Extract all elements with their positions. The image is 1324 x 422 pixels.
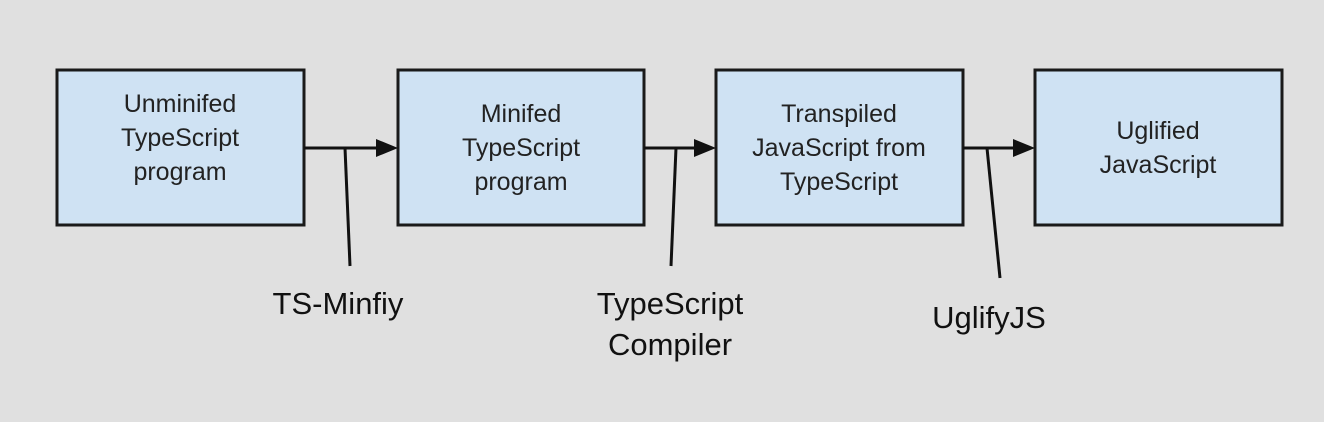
box-uglified-javascript-rect	[1033, 68, 1284, 227]
box-unminified-line-2: TypeScript	[121, 124, 239, 152]
box-transpiled-javascript: Transpiled JavaScript from TypeScript	[714, 68, 965, 227]
box-minified-line-1: Minifed	[481, 100, 562, 128]
box-minified-typescript-rect	[396, 68, 646, 227]
box-minified-line-2: TypeScript	[462, 134, 580, 162]
box-transpiled-line-2: JavaScript from	[752, 134, 926, 162]
tool-label-typescript-compiler-line-1: TypeScript	[597, 286, 744, 321]
box-uglified-line-1: Uglified	[1116, 117, 1199, 145]
box-uglified-line-2: JavaScript	[1100, 151, 1217, 179]
arrow-compile	[644, 139, 716, 267]
box-minified-line-3: program	[474, 168, 567, 196]
box-unminified-line-3: program	[133, 158, 226, 186]
arrow-uglify-head	[1013, 139, 1035, 157]
box-uglified-javascript: Uglified JavaScript	[1033, 68, 1284, 227]
arrow-minify-head	[376, 139, 398, 157]
arrow-compile-head	[694, 139, 716, 157]
box-minified-typescript: Minifed TypeScript program	[396, 68, 646, 227]
arrow-minify	[304, 139, 398, 267]
tool-minify-leader-line	[343, 147, 352, 267]
tool-label-uglifyjs: UglifyJS	[932, 300, 1046, 335]
tool-label-typescript-compiler-line-2: Compiler	[608, 327, 732, 362]
arrow-uglify	[963, 139, 1035, 279]
box-transpiled-line-3: TypeScript	[780, 168, 898, 196]
box-unminified-typescript-rect	[55, 68, 306, 227]
tool-uglify-leader-line	[985, 147, 1002, 279]
box-transpiled-line-1: Transpiled	[781, 100, 897, 128]
tool-compile-leader-line	[669, 147, 678, 267]
box-transpiled-javascript-rect	[714, 68, 965, 227]
box-unminified-typescript: Unminifed TypeScript program	[55, 68, 306, 227]
tool-label-ts-minify: TS-Minfiy	[273, 286, 404, 321]
box-unminified-line-1: Unminifed	[124, 90, 237, 118]
